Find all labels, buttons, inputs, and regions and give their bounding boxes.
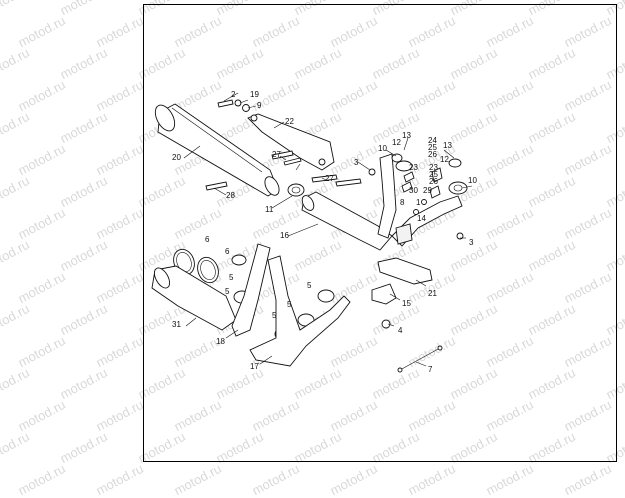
callout-9: 9	[257, 101, 262, 110]
callout-14: 14	[417, 214, 426, 223]
callout-8: 8	[400, 198, 405, 207]
callout-27b: 27	[325, 174, 334, 183]
callout-29: 29	[423, 186, 432, 195]
flange-parts	[395, 160, 468, 195]
lower-bracket	[371, 257, 433, 329]
muffler-bracket	[247, 113, 335, 171]
callout-20: 20	[172, 153, 181, 162]
exhaust-exploded-diagram: 2 19 9 22 20 27 27 3 28 11 16 10 12 13 2…	[151, 90, 477, 374]
callout-13a: 13	[402, 131, 411, 140]
leader-lines	[183, 92, 473, 367]
callout-12a: 12	[392, 138, 401, 147]
callout-3b: 3	[469, 238, 474, 247]
callout-6a: 6	[205, 235, 210, 244]
callout-4: 4	[398, 326, 403, 335]
callout-27a: 27	[272, 150, 281, 159]
callout-22: 22	[285, 117, 294, 126]
callout-24: 24	[428, 136, 437, 145]
callout-30: 30	[409, 186, 418, 195]
callout-13b: 13	[443, 141, 452, 150]
callout-10b: 10	[468, 176, 477, 185]
clamp-part	[287, 183, 305, 197]
callout-31: 31	[172, 320, 181, 329]
lower-header-pipe	[231, 243, 271, 337]
muffler-upper	[154, 103, 280, 197]
callout-5a: 5	[229, 273, 234, 282]
lower-heat-shield	[151, 265, 237, 331]
callout-5e: 5	[272, 311, 277, 320]
callout-10a: 10	[378, 144, 387, 153]
callout-7: 7	[428, 365, 433, 374]
rear-header-pipe	[301, 191, 393, 251]
callout-25b: 25	[429, 170, 438, 179]
callout-labels: 2 19 9 22 20 27 27 3 28 11 16 10 12 13 2…	[172, 90, 477, 374]
callout-12b: 12	[440, 155, 449, 164]
callout-23a: 23	[409, 163, 418, 172]
callout-3a: 3	[354, 158, 359, 167]
callout-25a: 25	[428, 143, 437, 152]
callout-23b: 23	[429, 163, 438, 172]
gasket-and-sensor-parts	[391, 153, 464, 240]
small-fasteners	[205, 99, 376, 191]
callout-1: 1	[416, 198, 421, 207]
rod-part	[397, 345, 443, 373]
callout-6b: 6	[225, 247, 230, 256]
diagram-frame	[143, 4, 617, 462]
callout-15: 15	[402, 299, 411, 308]
callout-18: 18	[216, 337, 225, 346]
front-header-pipe	[377, 153, 463, 247]
callout-2: 2	[231, 90, 236, 99]
callout-26b: 26	[429, 177, 438, 186]
callout-21: 21	[428, 289, 437, 298]
callout-19: 19	[250, 90, 259, 99]
callout-17: 17	[250, 362, 259, 371]
callout-5d: 5	[307, 281, 312, 290]
callout-11: 11	[265, 205, 274, 214]
callout-26a: 26	[428, 150, 437, 159]
callout-16: 16	[280, 231, 289, 240]
callout-28: 28	[226, 191, 235, 200]
callout-5c: 5	[287, 300, 292, 309]
front-lower-pipe	[249, 255, 351, 367]
callout-5b: 5	[225, 287, 230, 296]
